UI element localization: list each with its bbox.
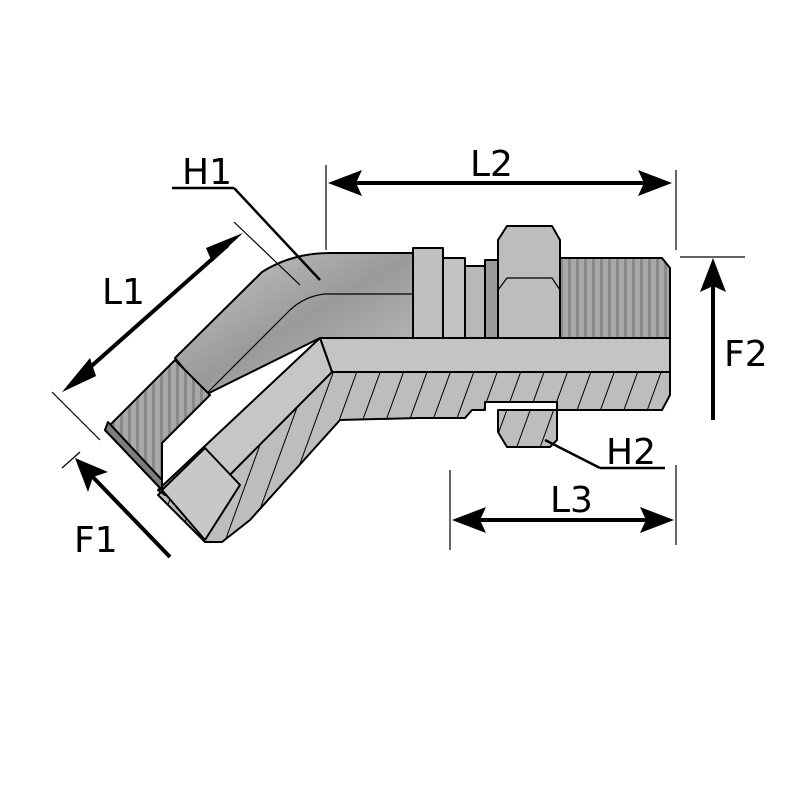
dimension-h2: H2 — [544, 432, 665, 473]
dimension-h1: H1 — [172, 152, 321, 281]
label-l2: L2 — [470, 144, 513, 185]
label-h1: H1 — [182, 152, 232, 193]
label-h2: H2 — [606, 432, 656, 473]
thread-end-f2 — [559, 257, 671, 339]
dimension-f2: F2 — [680, 256, 768, 420]
label-f2: F2 — [724, 334, 768, 375]
dimension-l3: L3 — [449, 465, 677, 550]
thread-end-f1 — [104, 359, 241, 541]
locknut-hex — [484, 225, 561, 448]
label-l3: L3 — [550, 480, 593, 521]
collar — [412, 247, 486, 339]
label-f1: F1 — [74, 520, 118, 561]
dimension-l2: L2 — [325, 144, 677, 250]
dimension-l1: L1 — [51, 221, 301, 441]
dimension-f1: F1 — [61, 451, 172, 561]
label-l1: L1 — [102, 272, 145, 313]
